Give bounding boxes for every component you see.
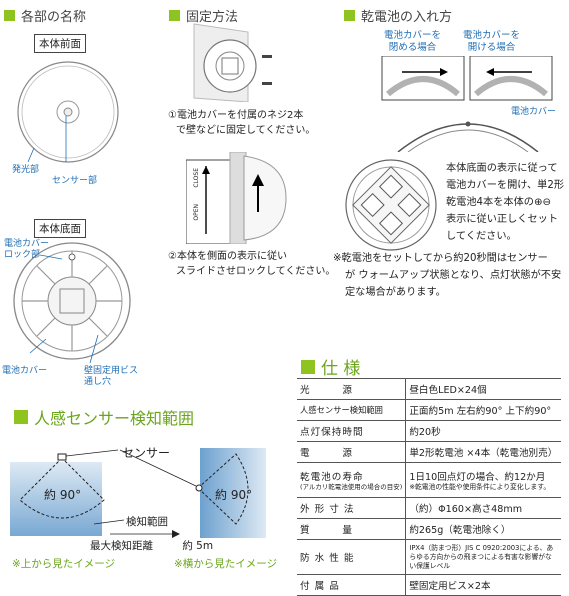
spec-row: 人感センサー検知範囲正面約5m 左右約90° 上下約90° — [297, 399, 561, 421]
green-square-icon — [344, 10, 355, 21]
section-title-battery: 乾電池の入れ方 — [344, 6, 452, 25]
screw-hole-label: 壁固定用ビス 通し穴 — [84, 366, 139, 387]
bottom-view-label: 本体底面 — [34, 219, 86, 238]
side-view-angle: 約 90° — [215, 488, 253, 502]
section-title-fixing: 固定方法 — [169, 6, 238, 25]
battery-instructions: 本体底面の表示に従って 電池カバーを開け、単2形 乾電池4本を本体の⊕⊖ 表示に… — [446, 163, 565, 242]
wall-mount-illustration — [193, 23, 272, 102]
lock-part-label: 電池カバー ロック部 — [4, 239, 50, 260]
light-emitting-label: 発光部 — [12, 165, 40, 175]
green-square-icon — [301, 359, 315, 374]
section-title-names: 各部の名称 — [4, 6, 86, 25]
green-square-icon — [4, 10, 15, 21]
slide-lock-illustration — [186, 152, 287, 244]
spec-row: 防 水 性 能 IPX4（防まつ形）JIS C 0920:2003による、あらゆ… — [297, 539, 561, 575]
max-distance: 最大検知距離 約 5m — [90, 540, 214, 552]
spec-row: 質 量約265g（乾電池除く） — [297, 518, 561, 540]
sensor-range-illustration — [10, 448, 266, 538]
battery-cover-callout: 電池カバー — [511, 107, 557, 117]
battery-note: ※乾電池をセットしてから約20秒間はセンサー が ウォームアップ状態となり、点灯… — [333, 253, 562, 298]
battery-compartment-illustration — [345, 159, 437, 251]
green-square-icon — [14, 410, 28, 424]
fixing-step2: ②本体を側面の表示に従い スライドさせロックしてください。 — [168, 251, 336, 277]
detect-range-label: 検知範囲 — [126, 516, 168, 528]
top-view-caption: ※上から見たイメージ — [12, 558, 116, 570]
spec-row: 電 源単2形乾電池 ×4本（乾電池別売） — [297, 441, 561, 463]
sensor-part-label: センサー部 — [52, 176, 98, 186]
open-label: OPEN — [193, 204, 200, 221]
bottom-view-illustration — [13, 242, 131, 364]
top-view-angle: 約 90° — [44, 488, 82, 502]
close-case-label: 電池カバーを 閉める場合 — [384, 30, 442, 53]
front-view-label: 本体前面 — [34, 34, 86, 53]
spec-table: 光 源昼白色LED×24個 人感センサー検知範囲正面約5m 左右約90° 上下約… — [297, 378, 561, 596]
open-case-label: 電池カバーを 開ける場合 — [463, 30, 521, 53]
spec-row: 光 源昼白色LED×24個 — [297, 378, 561, 400]
battery-cover-rotation-illustration — [381, 56, 553, 152]
spec-row: 点灯保持時間約20秒 — [297, 420, 561, 442]
side-view-caption: ※横から見たイメージ — [174, 558, 278, 570]
green-square-icon — [169, 10, 180, 21]
spec-row: 外 形 寸 法（約）Φ160×高さ48mm — [297, 497, 561, 519]
battery-cover-label: 電池カバー — [2, 366, 48, 376]
section-title-sensor-range: 人感センサー検知範囲 — [14, 405, 194, 429]
front-view-illustration — [17, 61, 119, 163]
sensor-label: センサー — [122, 446, 171, 460]
spec-row: 乾電池の寿命(アルカリ乾電池使用の場合の目安) 1日10回点灯の場合、約12か月… — [297, 462, 561, 498]
spec-row: 付 属 品壁固定用ビス×2本 — [297, 574, 561, 596]
fixing-step1: ①電池カバーを付属のネジ2本 で壁などに固定してください。 — [168, 110, 316, 136]
close-label: CLOSE — [193, 168, 200, 188]
section-title-spec: 仕 様 — [301, 354, 360, 379]
